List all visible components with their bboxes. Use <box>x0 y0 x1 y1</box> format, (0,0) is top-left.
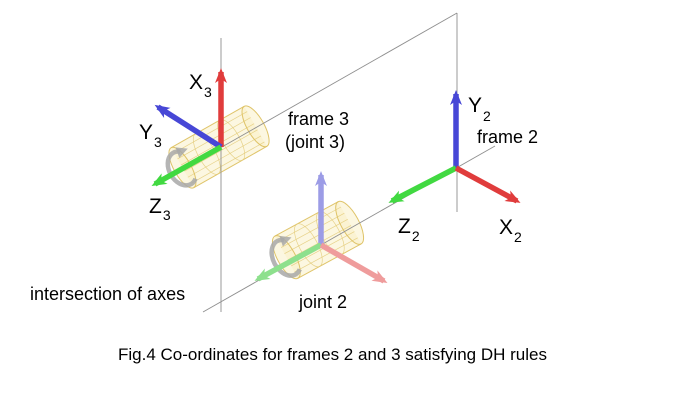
frame3-label: frame 3 <box>288 109 349 129</box>
y3-axis-label: Y3 <box>139 121 162 150</box>
joint2-cylinder <box>269 200 365 280</box>
frame3-axes <box>151 68 227 187</box>
frame3-joint-label: (joint 3) <box>285 132 345 152</box>
y3-axis-arrow <box>154 104 223 150</box>
x2-axis-label: X2 <box>499 216 522 245</box>
joint2-rotation-arrow-icon <box>269 237 302 278</box>
x3-axis-label: X3 <box>189 71 212 100</box>
joint2-label: joint 2 <box>298 292 347 312</box>
joint3-end-cap <box>241 105 270 148</box>
joint3-axis-line <box>177 12 458 173</box>
joint2-faded-x-axis-arrow <box>319 242 388 284</box>
z2-axis-arrow <box>388 165 458 204</box>
joint2-faded-z-axis-arrow <box>254 242 323 282</box>
joint2-end-cap <box>335 200 365 245</box>
z3-axis-arrow <box>151 144 223 187</box>
frame2-axes <box>388 90 521 204</box>
joint2-rotation-arrowhead-icon <box>279 235 292 247</box>
joint2-end-cap <box>271 235 301 280</box>
z3-axis-label: Z3 <box>149 195 171 223</box>
x2-axis-arrow <box>454 165 521 204</box>
joint2-faded-frame <box>254 171 388 284</box>
z2-axis-label: Z2 <box>398 215 420 244</box>
figure-caption: Fig.4 Co-ordinates for frames 2 and 3 sa… <box>118 345 547 364</box>
intersection-of-axes-label: intersection of axes <box>30 284 185 304</box>
frame2-label: frame 2 <box>477 127 538 147</box>
joint3-rotation-arrowhead-icon <box>175 147 188 158</box>
y2-axis-label: Y2 <box>468 94 491 124</box>
